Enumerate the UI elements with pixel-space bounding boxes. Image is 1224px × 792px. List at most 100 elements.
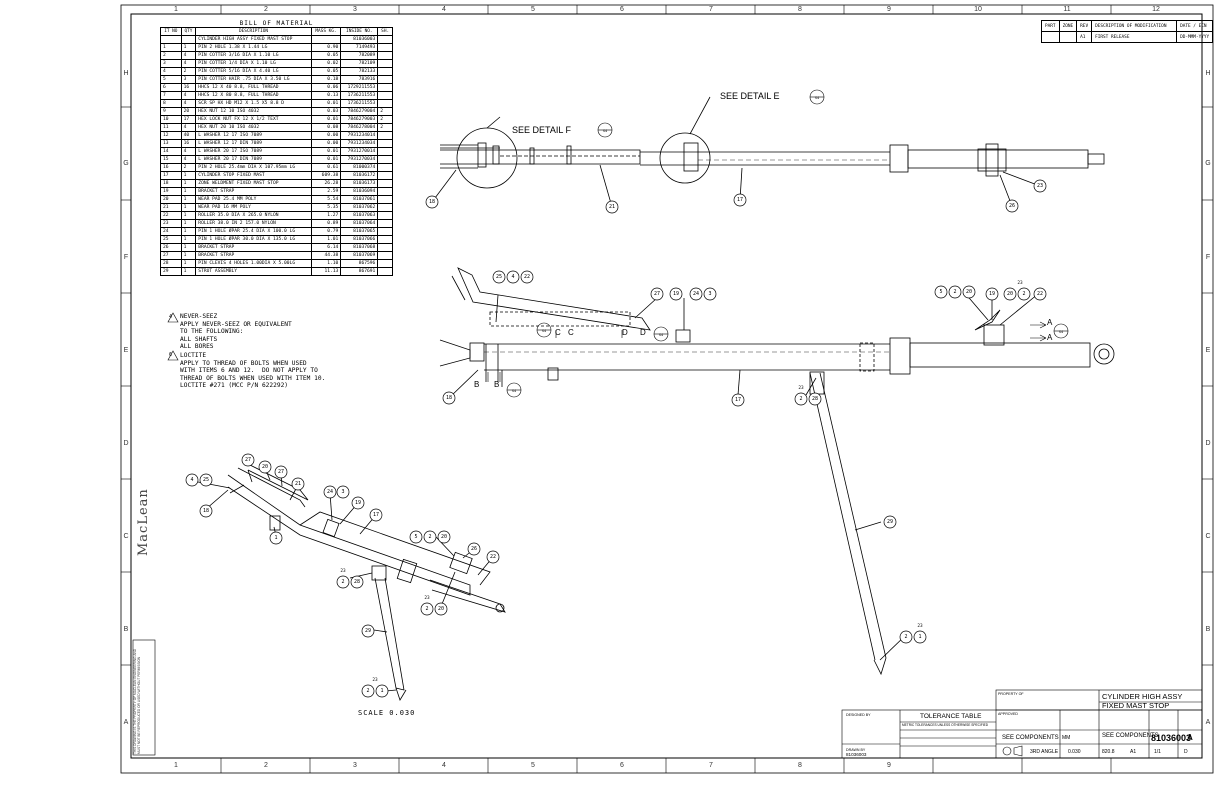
see-detail-f-label: SEE DETAIL F (512, 125, 572, 135)
balloon-item: 26 (1008, 203, 1016, 209)
zone-col-8-bottom: 8 (798, 762, 802, 769)
zone-row-c-right: F (1205, 254, 1211, 261)
zone-col-6-bottom: 6 (620, 762, 624, 769)
bom-qty: 16 (180, 139, 197, 148)
bom-item-no: 14 (160, 147, 182, 156)
bom-description: L WASHER 12 17 ISO 7089 (195, 131, 312, 140)
note-never-seez: NEVER-SEEZ APPLY NEVER-SEEZ OR EQUIVALEN… (180, 313, 292, 350)
balloon-item: 25 (202, 477, 210, 483)
title-block-lines (132, 639, 1203, 759)
balloon-item: 27 (653, 291, 661, 297)
balloon-item: 2 (799, 396, 803, 402)
bom-qty: 4 (180, 59, 197, 68)
bom-assembly-part: 81036003 (340, 35, 379, 44)
balloon-item: 21 (608, 204, 616, 210)
bom-header-row: IT NO QTY DESCRIPTION MASS KG. INSIDE NO… (160, 27, 393, 36)
balloon-item: 5 (414, 534, 418, 540)
balloon-item: 2 (428, 534, 432, 540)
bom-item-no: 21 (160, 203, 182, 212)
bom-sheet (377, 155, 393, 164)
rev-head-description: DESCRIPTION OF MODIFICATION (1091, 20, 1178, 32)
bom-inside-no: 1736211553 (340, 91, 379, 100)
bom-item-no: 28 (160, 259, 182, 268)
balloon-item: 28 (811, 396, 819, 402)
section-d-left: D (622, 328, 628, 337)
balloon-item: 27 (244, 457, 252, 463)
bom-mass: 0.05 (310, 51, 342, 60)
zone-row-a: H (123, 70, 129, 77)
bom-description: HEX LOCK NUT FX 12 X 1/2 TEXT (195, 115, 312, 124)
bom-inside-no: 81037066 (340, 235, 379, 244)
bom-mass: 1.10 (310, 259, 342, 268)
bom-description: HEX NUT 20 10 ISO 4032 (195, 123, 312, 132)
bom-sheet (377, 179, 393, 188)
note-flags (167, 312, 179, 361)
zone-col-3-bottom: 3 (353, 762, 357, 769)
bom-inside-no: 7931234014 (340, 131, 379, 140)
bom-mass: 0.02 (310, 59, 342, 68)
bom-inside-no: 81037068 (340, 243, 379, 252)
tb-scale: 0.030 (1068, 749, 1081, 755)
balloon-item: 3 (708, 291, 712, 297)
bom-col-description: DESCRIPTION (195, 27, 312, 36)
balloon-item: 1 (380, 688, 384, 694)
bom-inside-no: 1729211553 (340, 83, 379, 92)
rev-head-date: DATE / ECN (1176, 20, 1214, 32)
balloon-item: 22 (1036, 291, 1044, 297)
bom-mass: 1.01 (310, 235, 342, 244)
bom-item-no: 15 (160, 155, 182, 164)
bom-sheet (377, 251, 393, 260)
zone-col-3: 3 (353, 6, 357, 13)
section-c-ref: S4 (541, 329, 547, 333)
bom-qty: 1 (180, 267, 197, 276)
tb-tolerance-note: METRIC TOLERANCES UNLESS OTHERWISE SPECI… (902, 723, 989, 727)
bom-inside-no: 81036173 (340, 179, 379, 188)
bom-inside-no: 81037061 (340, 195, 379, 204)
balloon-item: 4 (511, 274, 515, 280)
qty-note: 23 (372, 678, 378, 683)
balloon-item: 3 (341, 489, 345, 495)
tb-projection: 3RD ANGLE (1030, 749, 1059, 755)
bom-title: BILL OF MATERIAL (239, 20, 314, 27)
tb-title-line-2: FIXED MAST STOP (1102, 701, 1170, 710)
qty-note: 23 (340, 569, 346, 574)
zone-col-5-bottom: 5 (531, 762, 535, 769)
bom-qty: 4 (180, 147, 197, 156)
bom-inside-no: 81037064 (340, 219, 379, 228)
bom-sheet (377, 131, 393, 140)
balloon-item: 20 (261, 464, 269, 470)
balloon-item: 20 (440, 534, 448, 540)
balloon-item: 23 (1036, 183, 1044, 189)
section-b-left: B (474, 380, 480, 389)
balloon-item: 2 (366, 688, 370, 694)
bom-col-qty: QTY (180, 27, 197, 36)
bom-sheet (377, 51, 393, 60)
tb-material: SEE COMPONENTS (1102, 733, 1159, 739)
balloon-item: 17 (734, 397, 742, 403)
qty-note: 23 (798, 386, 804, 391)
bom-item-no: 9 (160, 107, 182, 116)
balloon-item: 2 (953, 289, 957, 295)
bom-description: ZONE WELDMENT FIXED MAST STOP (195, 179, 312, 188)
bom-qty: 3 (180, 75, 197, 84)
balloon-item: 22 (523, 274, 531, 280)
revision-row: A1 FIRST RELEASE DD-MMM-YYYY (1041, 31, 1214, 43)
bom-item-no: 4 (160, 67, 182, 76)
bom-inside-no: 782089 (340, 51, 379, 60)
bom-mass: 0.01 (310, 155, 342, 164)
zone-row-d: E (123, 347, 129, 354)
bom-inside-no: 81037062 (340, 203, 379, 212)
tb-first-used: SEE COMPONENTS (1002, 735, 1059, 741)
bom-sheet: 2 (377, 115, 393, 124)
bom-item-no: 22 (160, 211, 182, 220)
detail-f-sheet-ref: S4 (602, 129, 608, 133)
bom-item-no: 27 (160, 251, 182, 260)
bom-item-no: 13 (160, 139, 182, 148)
balloon-item: 19 (672, 291, 680, 297)
bom-inside-no: 867691 (340, 267, 379, 276)
